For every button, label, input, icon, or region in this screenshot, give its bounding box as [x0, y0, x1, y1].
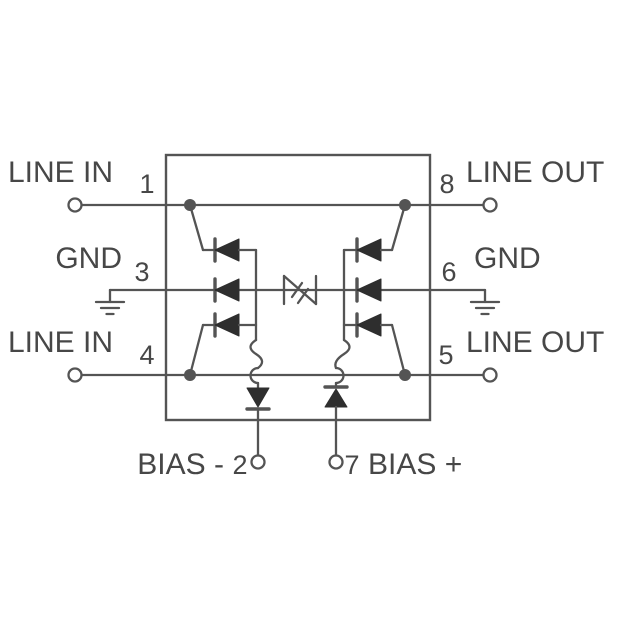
pin3-number: 3: [134, 257, 149, 287]
steering-diode-right-top-icon: [342, 237, 394, 263]
wire-hop-left: [249, 366, 260, 385]
pin5-terminal: [482, 367, 498, 383]
pin3-label: GND: [55, 242, 122, 275]
ground-symbol-right-icon: [469, 288, 501, 316]
pin1-number: 1: [139, 169, 154, 199]
pin1-terminal: [67, 197, 83, 213]
pin5-label: LINE OUT: [466, 326, 604, 359]
pin1-label: LINE IN: [8, 156, 113, 189]
steering-diode-left-mid-icon: [213, 277, 240, 303]
pin6-number: 6: [441, 257, 456, 287]
pin8-label: LINE OUT: [466, 156, 604, 189]
pin5-number: 5: [438, 340, 453, 370]
pin8-terminal: [482, 197, 498, 213]
pin4-terminal: [67, 367, 83, 383]
pin2-number: 2: [232, 450, 247, 480]
pin4-label: LINE IN: [8, 326, 113, 359]
diag-wire-pin5: [390, 323, 407, 377]
steering-diode-right-bottom-icon: [342, 312, 394, 338]
pin8-number: 8: [439, 169, 454, 199]
diag-wire-pin8: [390, 203, 407, 252]
junction-dot: [184, 199, 196, 211]
pin7-terminal: [328, 454, 344, 470]
bias-diode-pin2-icon: [245, 381, 271, 458]
pin2-label: BIAS -: [137, 448, 224, 481]
ground-symbol-left-icon: [94, 288, 126, 316]
pin4-number: 4: [139, 340, 154, 370]
squiggle-wire-right: [334, 338, 351, 370]
steering-diode-left-top-icon: [201, 237, 258, 263]
junction-dot: [399, 369, 411, 381]
diag-wire-pin4: [188, 323, 205, 377]
steering-diode-right-mid-icon: [355, 277, 382, 303]
squiggle-wire-left: [249, 338, 264, 370]
junction-dot: [184, 369, 196, 381]
junction-dot: [399, 199, 411, 211]
pin7-label: BIAS +: [368, 448, 462, 481]
ic-body-outline: [164, 153, 432, 422]
pin7-number: 7: [344, 450, 359, 480]
tvs-suppressor-icon: [282, 274, 318, 306]
bias-diode-pin7-icon: [323, 381, 349, 458]
pin2-terminal: [250, 454, 266, 470]
diag-wire-pin1: [188, 203, 205, 252]
pin6-label: GND: [474, 242, 541, 275]
wire-hop-right: [334, 366, 345, 385]
steering-diode-left-bottom-icon: [201, 312, 258, 338]
